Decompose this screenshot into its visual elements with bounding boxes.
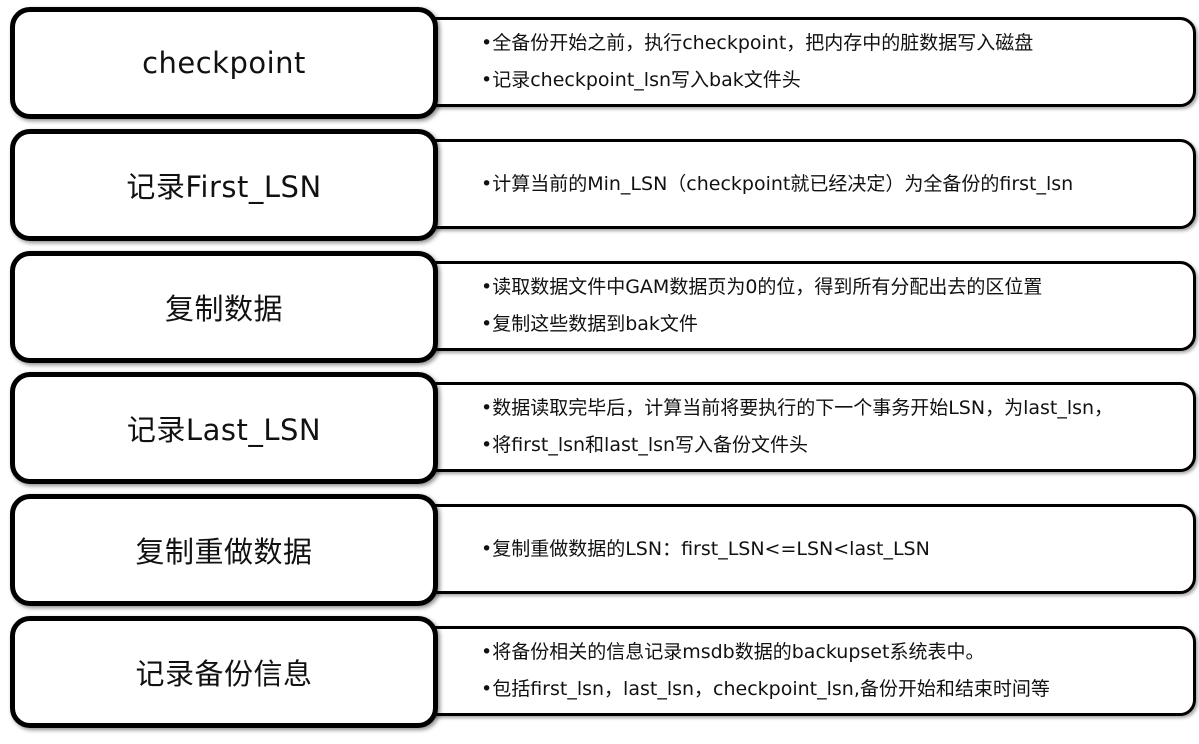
- step-row-copy-data: •读取数据文件中GAM数据页为0的位，得到所有分配出去的区位置 •复制这些数据到…: [0, 247, 1199, 365]
- description-line: •将备份相关的信息记录msdb数据的backupset系统表中。: [481, 641, 985, 663]
- step-row-checkpoint: •全备份开始之前，执行checkpoint，把内存中的脏数据写入磁盘 •记录ch…: [0, 3, 1199, 121]
- description-line: •读取数据文件中GAM数据页为0的位，得到所有分配出去的区位置: [481, 276, 1043, 298]
- step-description-box: •计算当前的Min_LSN（checkpoint就已经决定）为全备份的first…: [420, 139, 1196, 229]
- step-title: 记录Last_LSN: [126, 413, 322, 447]
- description-line: •计算当前的Min_LSN（checkpoint就已经决定）为全备份的first…: [481, 172, 1074, 195]
- step-row-copy-redo-data: •复制重做数据的LSN：first_LSN<=LSN<last_LSN 复制重做…: [0, 490, 1199, 608]
- step-description-box: •复制重做数据的LSN：first_LSN<=LSN<last_LSN: [420, 504, 1196, 594]
- step-box-copy-data: 复制数据: [10, 251, 438, 363]
- step-title: checkpoint: [142, 46, 306, 80]
- step-box-record-first-lsn: 记录First_LSN: [10, 129, 438, 241]
- step-title: 复制重做数据: [135, 535, 313, 569]
- description-line: •包括first_lsn，last_lsn，checkpoint_lsn,备份开…: [481, 678, 1050, 700]
- description-line: •将first_lsn和last_lsn写入备份文件头: [481, 434, 809, 456]
- step-description-box: •全备份开始之前，执行checkpoint，把内存中的脏数据写入磁盘 •记录ch…: [420, 17, 1196, 107]
- step-row-record-backup-info: •将备份相关的信息记录msdb数据的backupset系统表中。 •包括firs…: [0, 612, 1199, 730]
- step-title: 复制数据: [164, 292, 283, 326]
- step-box-checkpoint: checkpoint: [10, 7, 438, 119]
- step-description-box: •将备份相关的信息记录msdb数据的backupset系统表中。 •包括firs…: [420, 626, 1196, 716]
- step-description-box: •数据读取完毕后，计算当前将要执行的下一个事务开始LSN，为last_lsn， …: [420, 382, 1196, 472]
- step-row-record-first-lsn: •计算当前的Min_LSN（checkpoint就已经决定）为全备份的first…: [0, 125, 1199, 243]
- description-line: •全备份开始之前，执行checkpoint，把内存中的脏数据写入磁盘: [481, 32, 1034, 54]
- description-line: •数据读取完毕后，计算当前将要执行的下一个事务开始LSN，为last_lsn，: [481, 397, 1114, 419]
- step-box-record-backup-info: 记录备份信息: [10, 616, 438, 728]
- step-row-record-last-lsn: •数据读取完毕后，计算当前将要执行的下一个事务开始LSN，为last_lsn， …: [0, 368, 1199, 486]
- step-box-copy-redo-data: 复制重做数据: [10, 494, 438, 606]
- step-title: 记录First_LSN: [126, 170, 322, 204]
- description-line: •复制重做数据的LSN：first_LSN<=LSN<last_LSN: [481, 537, 930, 560]
- step-title: 记录备份信息: [135, 657, 313, 691]
- step-description-box: •读取数据文件中GAM数据页为0的位，得到所有分配出去的区位置 •复制这些数据到…: [420, 261, 1196, 351]
- description-line: •复制这些数据到bak文件: [481, 313, 698, 335]
- description-line: •记录checkpoint_lsn写入bak文件头: [481, 69, 801, 91]
- step-box-record-last-lsn: 记录Last_LSN: [10, 372, 438, 484]
